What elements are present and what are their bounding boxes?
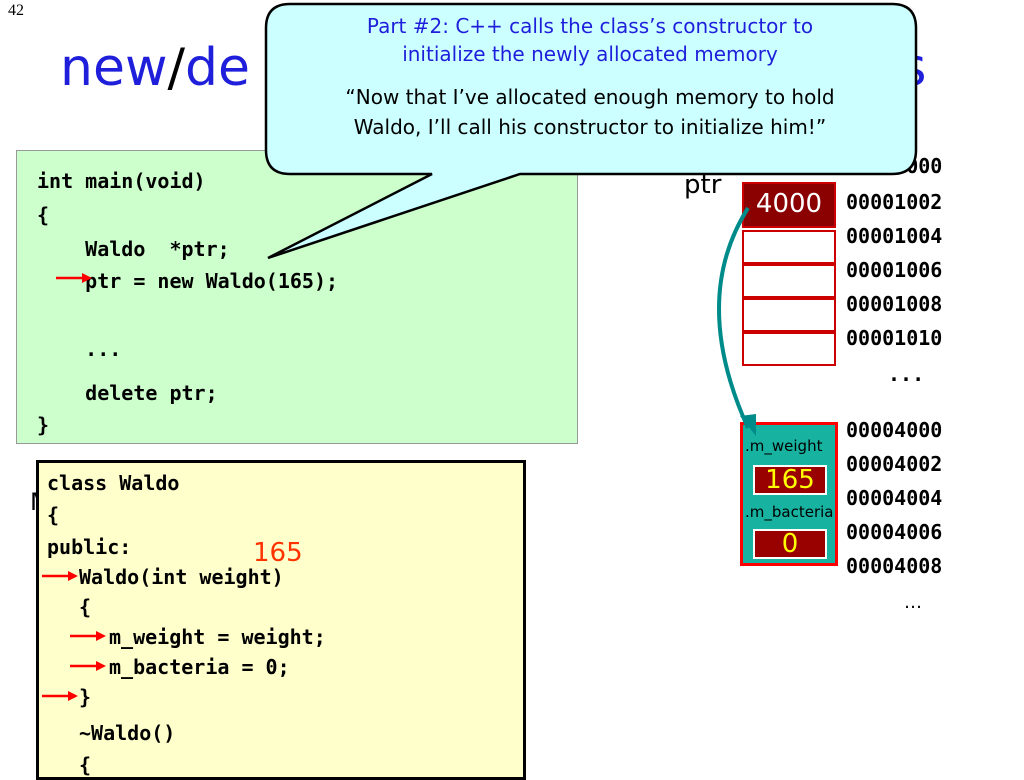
- code-line-current: m_bacteria = 0;: [109, 655, 290, 679]
- title-word-new: new: [60, 38, 168, 98]
- pointer-arrow-icon: [717, 206, 756, 436]
- address-label: 00004002: [846, 452, 943, 476]
- code-line: class Waldo: [47, 471, 180, 495]
- address-label: 00004006: [846, 520, 943, 544]
- callout-heading-line: Part #2: C++ calls the class’s construct…: [366, 14, 814, 38]
- callout-quote: “Now that I’ve allocated enough memory t…: [266, 82, 914, 142]
- address-label: 00001006: [846, 258, 943, 282]
- code-line: {: [47, 503, 60, 527]
- code-line-current: m_weight = weight;: [109, 625, 326, 649]
- address-label: 00004000: [846, 418, 943, 442]
- address-label: 00001002: [846, 190, 943, 214]
- code-line-constructor: Waldo(int weight): [79, 565, 284, 589]
- field-label-weight: .m_weight: [745, 437, 823, 455]
- code-line: Waldo *ptr;: [37, 237, 230, 261]
- field-value-weight: 165: [753, 465, 827, 495]
- code-line: ~Waldo(): [79, 721, 176, 745]
- address-ellipsis: ...: [888, 362, 925, 386]
- code-line: ...: [37, 337, 122, 361]
- address-ellipsis: …: [904, 592, 922, 613]
- memory-cell: [742, 298, 836, 332]
- execution-arrow-icon: [42, 691, 78, 701]
- param-value-label: 165: [253, 538, 303, 568]
- main-code-box: int main(void) { Waldo *ptr; ptr = new W…: [16, 150, 578, 444]
- address-label: 00001010: [846, 326, 943, 350]
- address-label: 00004008: [846, 554, 943, 578]
- ptr-cell: 4000: [742, 182, 836, 228]
- memory-cell: [742, 230, 836, 264]
- title-slash: /: [167, 38, 186, 98]
- execution-arrow-icon: [42, 571, 78, 581]
- code-line-current: ptr = new Waldo(165);: [37, 269, 339, 293]
- field-value-bacteria: 0: [753, 529, 827, 559]
- callout-quote-line: Waldo, I’ll call his constructor to init…: [353, 115, 827, 139]
- field-label-bacteria: .m_bacteria: [745, 503, 834, 521]
- code-line: delete ptr;: [37, 381, 218, 405]
- callout-heading-line: initialize the newly allocated memory: [402, 42, 778, 66]
- callout-quote-line: “Now that I’ve allocated enough memory t…: [345, 85, 835, 109]
- execution-arrow-icon: [56, 273, 92, 283]
- slide-number: 42: [8, 2, 24, 19]
- code-line-current: }: [79, 685, 92, 709]
- memory-cell: [742, 332, 836, 366]
- execution-arrow-icon: [70, 661, 106, 671]
- memory-cell: [742, 264, 836, 298]
- code-line: int main(void): [37, 169, 206, 193]
- code-line: {: [79, 595, 92, 619]
- execution-arrow-icon: [70, 631, 106, 641]
- title-word-delete: de: [185, 38, 251, 98]
- code-line: public:: [47, 535, 132, 559]
- slide-title: new/de: [60, 38, 250, 98]
- callout-text: Part #2: C++ calls the class’s construct…: [266, 6, 914, 142]
- class-code-box: class Waldo { public: Waldo(int weight) …: [36, 460, 526, 780]
- address-label: 00001008: [846, 292, 943, 316]
- callout-heading: Part #2: C++ calls the class’s construct…: [266, 12, 914, 68]
- address-label: 00004004: [846, 486, 943, 510]
- address-label: 00001004: [846, 224, 943, 248]
- waldo-object: .m_weight 165 .m_bacteria 0: [740, 422, 838, 566]
- code-line: {: [37, 203, 50, 227]
- code-line: }: [37, 413, 50, 437]
